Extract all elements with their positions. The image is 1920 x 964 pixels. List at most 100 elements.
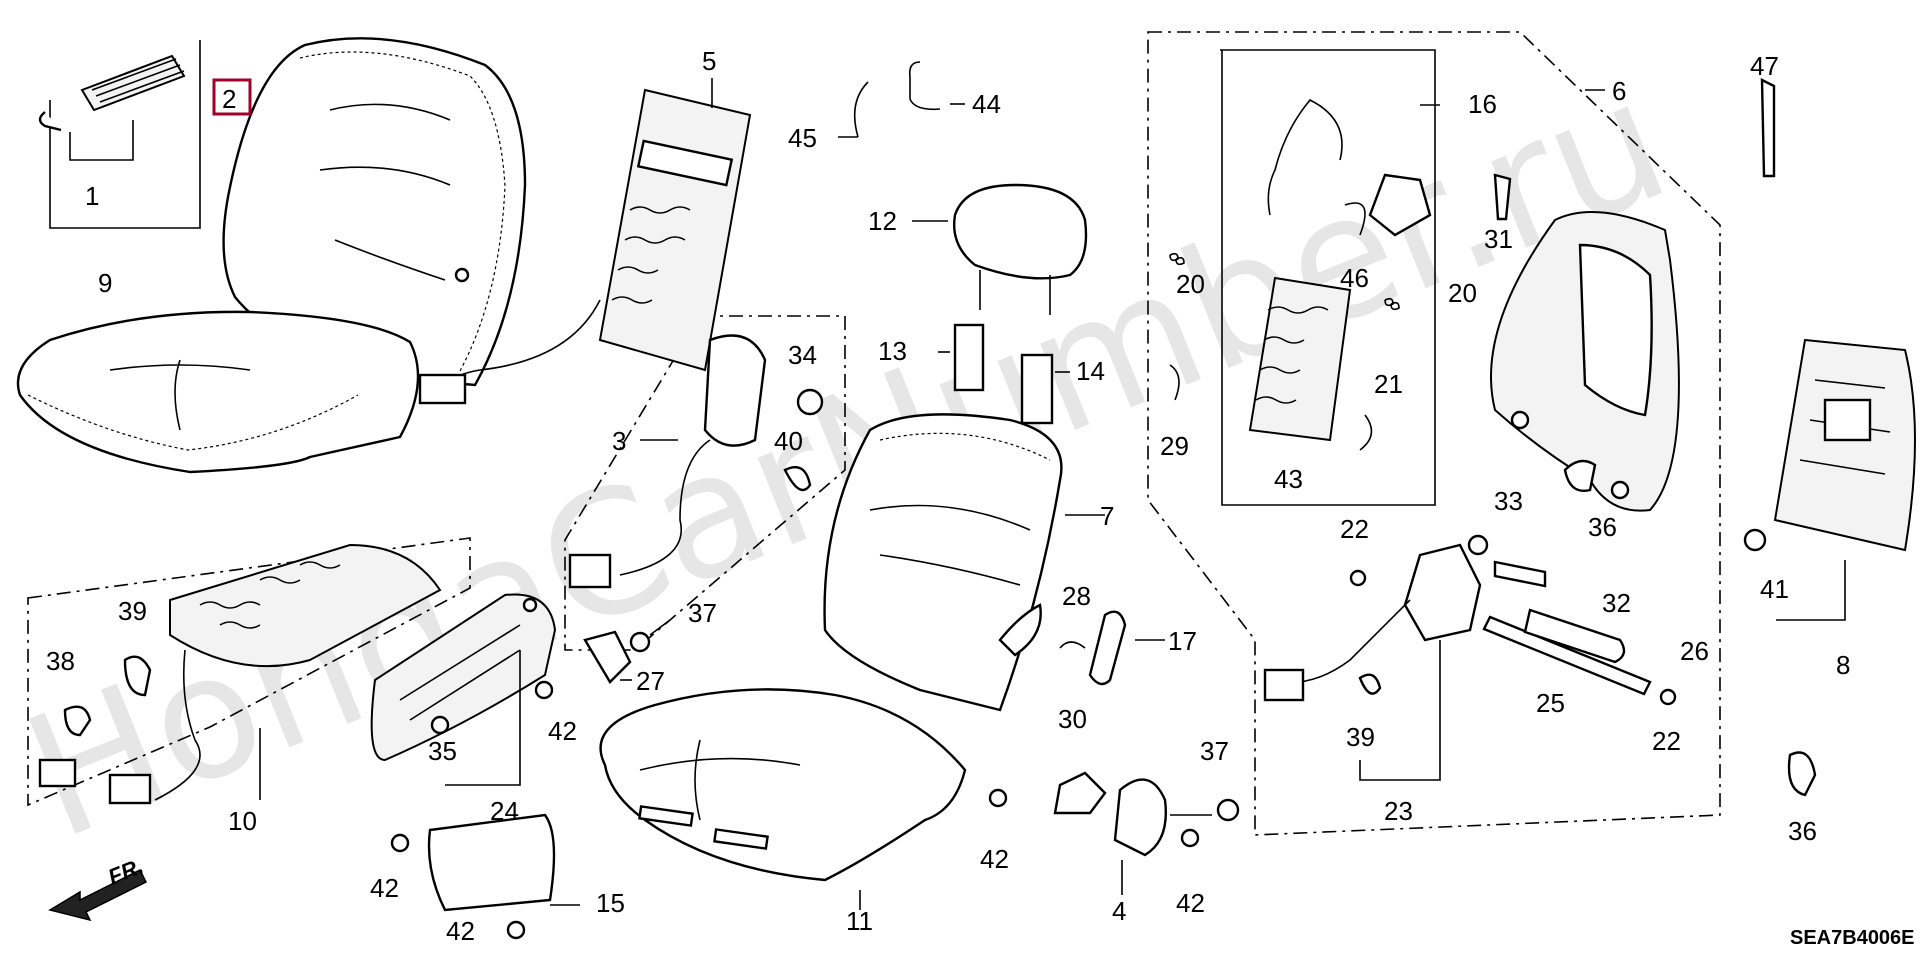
callout-17: 17 xyxy=(1168,626,1197,656)
callout-20a: 20 xyxy=(1176,269,1205,299)
callout-29: 29 xyxy=(1160,431,1189,461)
part-2-seatback-cover xyxy=(222,37,527,387)
callout-10: 10 xyxy=(228,806,257,836)
callout-34: 34 xyxy=(788,340,817,370)
part-15-trim-cover xyxy=(427,813,556,912)
part-13-guide xyxy=(953,323,985,392)
callout-13: 13 xyxy=(878,336,907,366)
callout-1: 1 xyxy=(85,181,99,211)
part-8-rear-panel xyxy=(1773,338,1916,552)
callout-42d: 42 xyxy=(980,844,1009,874)
part-23-motor xyxy=(1263,543,1482,702)
part-27-bracket xyxy=(583,630,632,684)
part-40-clip xyxy=(783,465,812,492)
callout-4: 4 xyxy=(1112,896,1126,926)
part-37-bolt xyxy=(629,631,651,653)
part-45-wire xyxy=(853,81,869,138)
part-44-wire xyxy=(908,61,941,111)
part-39a-clip xyxy=(123,655,152,697)
part-38-clip xyxy=(63,705,92,737)
part-22b-nut xyxy=(1659,688,1677,706)
callout-5: 5 xyxy=(702,46,716,76)
part-32-bolt xyxy=(1493,560,1547,588)
callout-32: 32 xyxy=(1602,588,1631,618)
callout-40: 40 xyxy=(774,426,803,456)
callout-21: 21 xyxy=(1374,369,1403,399)
callout-12: 12 xyxy=(868,206,897,236)
part-16-cable xyxy=(1267,99,1432,237)
part-14-guide xyxy=(1020,353,1054,425)
part-22a-nut xyxy=(1349,569,1367,587)
callout-38: 38 xyxy=(46,646,75,676)
part-42e-screw xyxy=(1180,828,1200,848)
part-7-backrest-pad xyxy=(823,413,1063,712)
part-30-knob xyxy=(1053,771,1107,815)
callout-39a: 39 xyxy=(118,596,147,626)
callout-39b: 39 xyxy=(1346,722,1375,752)
part-20a-spring xyxy=(1169,252,1185,266)
callout-22b: 22 xyxy=(1652,726,1681,756)
callout-16: 16 xyxy=(1468,89,1497,119)
callout-46: 46 xyxy=(1340,263,1369,293)
part-31-bolt xyxy=(1493,173,1512,221)
callout-42e: 42 xyxy=(1176,888,1205,918)
callout-20b: 20 xyxy=(1448,278,1477,308)
part-17-bracket xyxy=(1088,610,1127,686)
callout-2: 2 xyxy=(222,84,236,114)
part-20b-spring xyxy=(1384,297,1400,311)
callout-37a: 37 xyxy=(688,598,717,628)
callout-14: 14 xyxy=(1076,356,1105,386)
callout-35: 35 xyxy=(428,736,457,766)
diagram-code: SEA7B4006E xyxy=(1790,927,1915,949)
group-10-box xyxy=(27,537,471,807)
part-42b-screw xyxy=(390,833,410,853)
part-35-nut xyxy=(430,715,450,735)
callout-labels: 1 2 3 4 5 6 7 8 9 10 11 12 13 14 15 16 1… xyxy=(46,46,1850,946)
part-9-cushion-cover xyxy=(16,310,420,474)
part-41-clip xyxy=(1743,528,1767,552)
callout-23: 23 xyxy=(1384,796,1413,826)
callout-7: 7 xyxy=(1100,501,1114,531)
callout-11: 11 xyxy=(846,906,873,936)
callout-31: 31 xyxy=(1484,224,1513,254)
callout-8: 8 xyxy=(1836,650,1850,680)
part-6-backframe xyxy=(1490,211,1680,512)
callout-43: 43 xyxy=(1274,464,1303,494)
part-46-clip xyxy=(1344,202,1366,236)
callout-25: 25 xyxy=(1536,688,1565,718)
part-28-spring xyxy=(1059,641,1086,649)
callout-44: 44 xyxy=(972,89,1001,119)
callout-42c: 42 xyxy=(446,916,475,946)
part-39b-clip xyxy=(1358,673,1382,695)
front-arrow-icon xyxy=(48,868,148,922)
callout-15: 15 xyxy=(596,888,625,918)
callout-42a: 42 xyxy=(548,716,577,746)
part-12-headrest xyxy=(953,183,1088,315)
part-5-backrest-panel xyxy=(418,88,752,405)
part-42c-screw xyxy=(506,920,526,940)
callout-45: 45 xyxy=(788,123,817,153)
callout-36b: 36 xyxy=(1788,816,1817,846)
part-33-washer xyxy=(1467,534,1489,556)
part-1-box xyxy=(49,40,201,229)
part-2-highlight-box xyxy=(212,78,252,116)
part-36b-clip xyxy=(1787,751,1817,797)
callout-24: 24 xyxy=(490,796,519,826)
callout-47: 47 xyxy=(1750,51,1779,81)
callout-41: 41 xyxy=(1760,574,1789,604)
callout-26: 26 xyxy=(1680,636,1709,666)
part-36a-clip xyxy=(1563,459,1597,492)
callout-6: 6 xyxy=(1612,76,1626,106)
part-3-sensor xyxy=(568,334,767,589)
callout-27: 27 xyxy=(636,666,665,696)
group-6-box xyxy=(1147,31,1721,836)
callout-42b: 42 xyxy=(370,873,399,903)
part-26-tube xyxy=(1523,608,1626,664)
part-37b-bolt xyxy=(1216,798,1240,822)
part-21-clip xyxy=(1359,414,1373,451)
part-29-clip xyxy=(1169,364,1180,401)
callout-9: 9 xyxy=(98,268,112,298)
callout-36a: 36 xyxy=(1588,512,1617,542)
part-25-shaft xyxy=(1482,615,1652,696)
